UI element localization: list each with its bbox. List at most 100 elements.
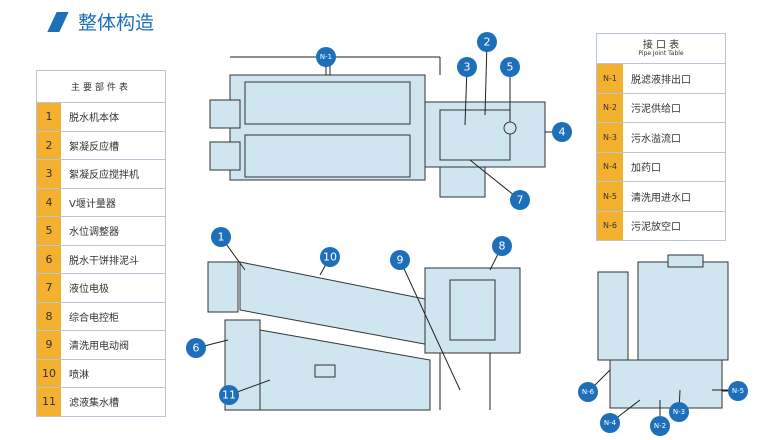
callout-9: 9 (390, 250, 461, 391)
pipe-number: N-2 (596, 93, 623, 123)
leader-line (484, 41, 488, 116)
callout-circle (578, 382, 598, 402)
callout-circle (219, 385, 239, 405)
callout-6: 6 (186, 338, 229, 358)
callout-label: N-4 (604, 419, 617, 427)
callout-label: N-1 (320, 53, 332, 61)
callout-1: 1 (211, 227, 246, 271)
part-name: 清洗用电动阀 (61, 330, 166, 360)
pipe-name: 加药口 (623, 152, 726, 182)
part-name: 水位调整器 (61, 216, 166, 246)
callout-label: 5 (507, 61, 514, 74)
part-number: 4 (36, 188, 61, 217)
part-number: 2 (36, 131, 61, 160)
part-name: 液位电极 (61, 273, 166, 303)
leader-line (469, 159, 521, 201)
part-number: 11 (36, 387, 61, 417)
callout-label: 6 (193, 342, 200, 355)
pipe-name: 污水溢流口 (623, 122, 726, 153)
part-name: V堰计量器 (61, 188, 166, 217)
part-number: 3 (36, 159, 61, 189)
callout-circle (457, 57, 477, 77)
callout-label: 8 (499, 240, 506, 253)
pipe-name: 污泥放空口 (623, 211, 726, 241)
callout-circle (552, 122, 572, 142)
part-number: 7 (36, 273, 61, 303)
callout-label: 4 (559, 126, 566, 139)
callout-label: 9 (397, 254, 404, 267)
part-name: 脱水机本体 (61, 102, 166, 132)
part-number: 6 (36, 245, 61, 274)
callout-circle (320, 247, 340, 267)
parts-table-header: 主要部件表 (36, 70, 166, 103)
pipe-number: N-4 (596, 152, 623, 182)
callout-circle (650, 416, 670, 436)
part-name: 综合电控柜 (61, 302, 166, 331)
pipe-number: N-3 (596, 122, 623, 153)
part-number: 9 (36, 330, 61, 360)
end-view (597, 254, 730, 409)
callout-11: 11 (219, 379, 271, 405)
callout-label: N-2 (654, 422, 666, 430)
callout-label: N-3 (673, 408, 685, 416)
part-name: 絮凝反应槽 (61, 131, 166, 160)
callout-circle (390, 250, 410, 270)
pipe-name: 污泥供给口 (623, 93, 726, 123)
page-title: 整体构造 (47, 8, 154, 35)
callout-circle (510, 190, 530, 210)
callout-circle (186, 338, 206, 358)
pipe-number: N-6 (596, 211, 623, 241)
leader-line (399, 259, 461, 391)
callout-circle (728, 381, 748, 401)
callout-label: 10 (323, 251, 337, 264)
callout-label: N-5 (732, 387, 744, 395)
callout-circle (600, 413, 620, 433)
callout-N-3: N-3 (669, 389, 689, 422)
callout-N-6: N-6 (578, 369, 611, 402)
part-name: 脱水干饼排泥斗 (61, 245, 166, 274)
callout-8: 8 (489, 236, 512, 271)
callout-7: 7 (469, 159, 530, 210)
callout-10: 10 (319, 247, 340, 276)
callout-label: 3 (464, 61, 471, 74)
part-name: 滤液集水槽 (61, 387, 166, 417)
pipe-number: N-1 (596, 63, 623, 94)
pipe-number: N-5 (596, 181, 623, 212)
callout-label: 2 (484, 36, 491, 49)
callout-circle (316, 47, 336, 67)
callout-N-5: N-5 (722, 381, 748, 401)
callout-2: 2 (477, 32, 497, 116)
part-name: 喷淋 (61, 359, 166, 388)
pipe-name: 脱滤液排出口 (623, 63, 726, 94)
callout-label: N-6 (582, 388, 595, 396)
callout-label: 1 (218, 231, 225, 244)
top-view (209, 56, 546, 198)
callout-circle (211, 227, 231, 247)
side-view (207, 261, 521, 411)
part-name: 絮凝反应搅拌机 (61, 159, 166, 189)
callout-circle (477, 32, 497, 52)
part-number: 10 (36, 359, 61, 388)
part-number: 8 (36, 302, 61, 331)
callout-3: 3 (457, 57, 477, 126)
callout-circle (492, 236, 512, 256)
callout-5: 5 (500, 57, 520, 120)
